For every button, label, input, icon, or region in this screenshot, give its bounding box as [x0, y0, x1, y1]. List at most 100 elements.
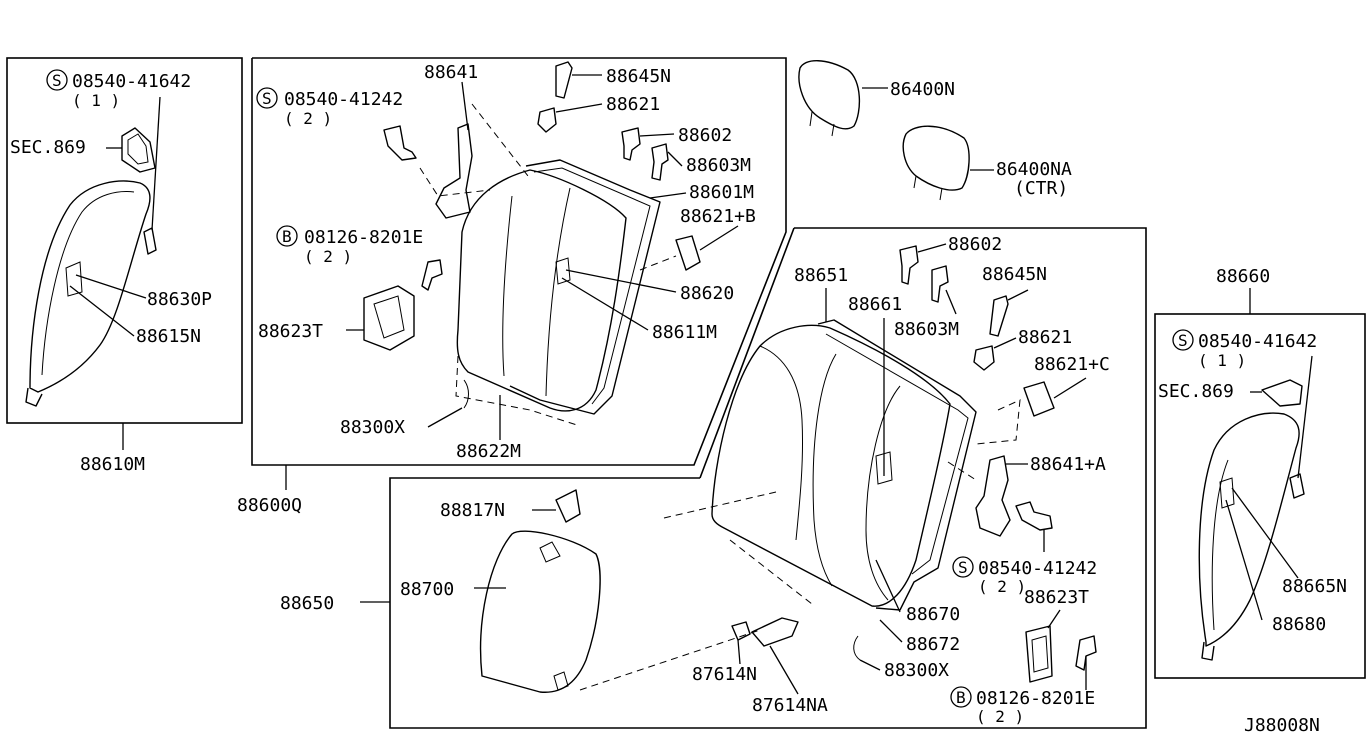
- center-hinge-dash: [419, 167, 491, 197]
- headrest-86400N-post-1: [809, 111, 813, 127]
- left-screw-symbol-letter: S: [52, 71, 62, 90]
- right-screw-leader: [1297, 355, 1313, 479]
- right-clip-part: [1261, 379, 1303, 407]
- center-screw-part: [383, 125, 417, 161]
- lower-dash-1: [663, 491, 777, 519]
- label-88600Q: 88600Q: [237, 495, 302, 516]
- leader-88672: [879, 619, 903, 643]
- headrest-86400N: [798, 60, 861, 130]
- left-trim-foot: [25, 387, 43, 407]
- left-side-trim-panel: [29, 180, 151, 393]
- leader-88603M-center: [667, 151, 683, 167]
- seatback-upper-group: 88641 S 08540-41242 ( 2 ) 88645N 88621 8…: [237, 57, 787, 516]
- label-88645N-center: 88645N: [606, 66, 671, 87]
- leader-88630P: [75, 274, 147, 299]
- label-88621B: 88621+B: [680, 206, 756, 227]
- left-side-trim-group: S 08540-41642 ( 1 ) SEC.869 88630P 88615…: [6, 57, 243, 475]
- label-88621C: 88621+C: [1034, 354, 1110, 375]
- part-87614N: [731, 621, 751, 641]
- lower-screw-part-number: 08540-41242: [978, 558, 1097, 579]
- pin-88645N: [555, 61, 573, 99]
- hinge-bracket-88641A: [975, 455, 1011, 537]
- right-screw-symbol: [1172, 329, 1194, 351]
- center-screw-part-number: 08540-41242: [284, 89, 403, 110]
- label-88661: 88661: [848, 294, 902, 315]
- label-87614N: 87614N: [692, 664, 757, 685]
- right-screw-symbol-letter: S: [1178, 331, 1188, 350]
- label-88630P: 88630P: [147, 289, 212, 310]
- left-section-ref: SEC.869: [10, 137, 86, 158]
- lower-screw-qty: ( 2 ): [978, 577, 1026, 596]
- center-bolt-part: [421, 259, 443, 291]
- left-clip-detail: [127, 133, 149, 165]
- hinge-88623T-detail: [373, 295, 405, 339]
- hinge-88623T-lower: [1025, 625, 1053, 683]
- left-screw-qty: ( 1 ): [72, 91, 120, 110]
- lower-screw-symbol: [952, 556, 974, 578]
- left-trim-edge: [41, 191, 135, 376]
- clip-88621B: [675, 235, 701, 271]
- label-88603M-center: 88603M: [686, 155, 751, 176]
- label-88665N: 88665N: [1282, 576, 1347, 597]
- label-88620: 88620: [680, 283, 734, 304]
- label-ctr-note: (CTR): [1014, 178, 1068, 199]
- right-screw-part-number: 08540-41642: [1198, 331, 1317, 352]
- left-box-frame: [6, 57, 243, 424]
- label-88621-lower: 88621: [1018, 327, 1072, 348]
- seatback-pad: [456, 169, 627, 412]
- label-88651: 88651: [794, 265, 848, 286]
- label-87614NA: 87614NA: [752, 695, 828, 716]
- center-hinge-bracket: [435, 123, 473, 219]
- guide-88602-lower: [899, 245, 919, 285]
- label-88623T-lower: 88623T: [1024, 587, 1089, 608]
- lower-bolt-symbol-letter: B: [956, 688, 966, 707]
- retainer-88621: [537, 107, 557, 133]
- label-88601M: 88601M: [689, 182, 754, 203]
- seatback-pad-seam-1: [502, 195, 513, 377]
- right-trim-edge: [1211, 459, 1229, 631]
- lower-seatback-frame: [817, 319, 977, 611]
- center-bolt-part-number: 08126-8201E: [304, 227, 423, 248]
- lower-pad-seam-2: [812, 353, 837, 587]
- hinge-88623T-center: [363, 285, 415, 351]
- guide-88603M-center: [651, 143, 669, 181]
- label-88300X-lower: 88300X: [884, 660, 949, 681]
- label-88700: 88700: [400, 579, 454, 600]
- leader-87614NA: [769, 645, 799, 695]
- right-box-frame: [1154, 313, 1366, 679]
- lower-bolt-part-number: 08126-8201E: [976, 688, 1095, 709]
- lower-dash-3: [579, 629, 761, 691]
- right-side-trim-panel: [1198, 412, 1300, 647]
- hook-88300X-lower: [853, 635, 861, 661]
- right-side-trim-group: 88660 S 08540-41642 ( 1 ) SEC.869 88665N…: [1154, 266, 1366, 679]
- lower-screw-part: [1015, 501, 1053, 531]
- leader-88641: [461, 81, 469, 131]
- retainer-88621-lower: [973, 345, 995, 371]
- lower-pad-seam-3: [865, 385, 901, 601]
- right-section-ref: SEC.869: [1158, 381, 1234, 402]
- seatback-frame-inner: [533, 167, 651, 405]
- label-88621-center: 88621: [606, 94, 660, 115]
- label-88660: 88660: [1216, 266, 1270, 287]
- left-screw-symbol: [46, 69, 68, 91]
- center-screw-symbol: [256, 87, 278, 109]
- label-88615N: 88615N: [136, 326, 201, 347]
- guide-88602-center: [621, 127, 641, 161]
- lower-screw-symbol-letter: S: [958, 558, 968, 577]
- leader-88603M-lower: [945, 289, 957, 315]
- dash-88621B: [639, 255, 677, 271]
- pin-88645N-lower: [989, 295, 1009, 337]
- leader-88611M: [561, 277, 649, 331]
- clip-88621C: [1023, 381, 1055, 417]
- center-screw-qty: ( 2 ): [284, 109, 332, 128]
- pad-hook-88620: [555, 257, 571, 285]
- label-88300X-center: 88300X: [340, 417, 405, 438]
- leader-88621-lower: [993, 337, 1017, 349]
- center-box-frame: [251, 57, 787, 466]
- leader-88620: [565, 269, 677, 293]
- hinge-88641A-dash: [947, 461, 977, 481]
- center-top-dash: [471, 103, 529, 177]
- left-screw-leader: [151, 96, 161, 231]
- label-88641A: 88641+A: [1030, 454, 1106, 475]
- hinge-88623T-lower-detail: [1031, 635, 1049, 673]
